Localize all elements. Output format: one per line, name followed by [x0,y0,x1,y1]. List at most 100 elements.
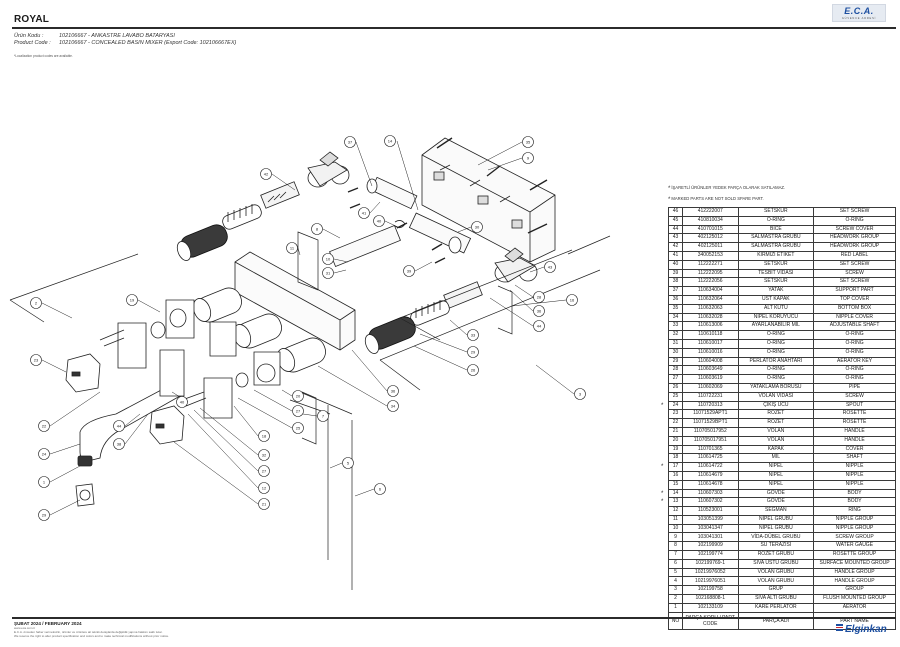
footer: ŞUBAT 2024 / FEBRUARY 2024 www.eca.com.t… [14,621,169,639]
part-name-tr: O-RING [737,374,815,384]
callout-43: 43 [529,261,556,273]
svg-text:36: 36 [537,309,542,314]
callout-3: 3 [535,364,586,400]
footer-website[interactable]: www.eca.com.tr [14,626,36,630]
part-code: 103041347 [681,523,739,534]
part-no: 30 [668,347,683,358]
part-code: 110720313 [681,400,739,411]
spring-right [410,300,450,326]
part-name-tr: VOLAN [737,426,815,437]
handle-sleeve-left [176,224,228,261]
part-code: 110614725 [681,453,739,464]
part-name-tr: O-RING [737,330,815,340]
part-name-en: FLUSH MOUNTED GROUP [813,594,896,604]
part-no: 38 [668,277,683,288]
part-name-tr: ÇIKIŞ UCU [737,400,815,411]
brand-logo-text: E.C.A. [844,6,874,16]
part-name-tr: NİPEL [737,462,815,472]
callout-35: 35 [477,136,534,166]
part-name-en: NIPPLE [813,470,896,481]
part-no: 16 [668,470,683,481]
part-code: 110523001 [681,506,739,516]
part-no: 7 [668,550,683,560]
svg-text:38: 38 [117,442,122,447]
part-code: 110634004 [681,286,739,296]
part-name-tr: NİPEL [737,470,815,481]
part-no: 12 [668,506,683,516]
headwork-right [443,281,483,309]
part-name-en: SPOUT [813,400,896,411]
svg-text:30: 30 [475,225,480,230]
part-name-tr: SETSKUR [737,277,815,288]
part-code: 102199774 [681,550,739,560]
part-no: 34 [668,312,683,323]
footer-disclaimer-en: We reserve the right to alter product sp… [14,634,170,639]
diagram-parts [9,137,611,590]
part-code: 103041301 [681,532,739,543]
part-no: 1 [668,602,683,613]
callout-16: 16 [511,294,578,307]
part-name-en: RING [813,506,896,516]
part-no: 25 [668,391,683,402]
callout-2: 2 [30,297,73,319]
callout-39: 39 [403,261,433,277]
part-name-tr: SALMASTRA GRUBU [737,242,815,252]
part-no: 6 [668,558,683,569]
callout-44: 44 [489,297,545,332]
part-name-tr: NİPEL KORUYUCU [737,312,815,323]
part-name-tr: MİL [737,453,815,464]
product-code-tr-value: 102106667 - ANKASTRE LAVABO BATARYASI [59,33,175,39]
part-name-en: HEADWORK GROUP [813,242,896,252]
callout-20: 20 [281,389,304,402]
headwork-left [260,181,300,209]
part-name-en: O-RING [813,347,896,358]
footer-rule [12,617,896,619]
header-no: NO [668,611,683,630]
part-name-tr: ROZET [737,418,815,428]
part-code: 402125011 [681,242,739,252]
part-code: 110701365 [681,444,739,455]
part-code: 410701015 [681,224,739,235]
part-name-en: SCREW [813,391,896,402]
aerator-key-part [75,483,95,507]
part-name-tr: ÜST KAPAK [737,294,815,305]
svg-text:24: 24 [42,452,47,457]
callout-21: 21 [173,441,270,510]
header-part-name-en: PART NAME [813,611,896,630]
part-code: 102199769-1 [681,558,739,569]
part-code: 340052153 [681,250,739,261]
part-no: 19 [668,444,683,455]
elginkan-logo: Elginkan [836,624,887,635]
svg-text:29: 29 [42,513,47,518]
brand-logo: E.C.A. GÜVENCE ADRESİ [832,4,886,22]
part-name-tr: SETSKUR [737,207,815,217]
part-name-en: SET SCREW [813,277,896,288]
part-code: 110610016 [681,347,739,358]
part-no: 46 [668,207,683,217]
callout-30: 30 [457,221,483,233]
part-no: 33 [668,321,683,332]
part-name-tr: O-RING [737,215,815,226]
part-code: 110607302 [681,497,739,508]
callout-36b: 36 [351,349,399,397]
part-no: 15 [668,479,683,490]
part-code: 110610017 [681,338,739,349]
part-name-en: SET SCREW [813,259,896,270]
part-code: 110614679 [681,470,739,481]
part-code: 102133109 [681,602,739,613]
callout-40: 40 [373,215,401,229]
part-name-en: O-RING [813,330,896,340]
part-code: 110603619 [681,374,739,384]
